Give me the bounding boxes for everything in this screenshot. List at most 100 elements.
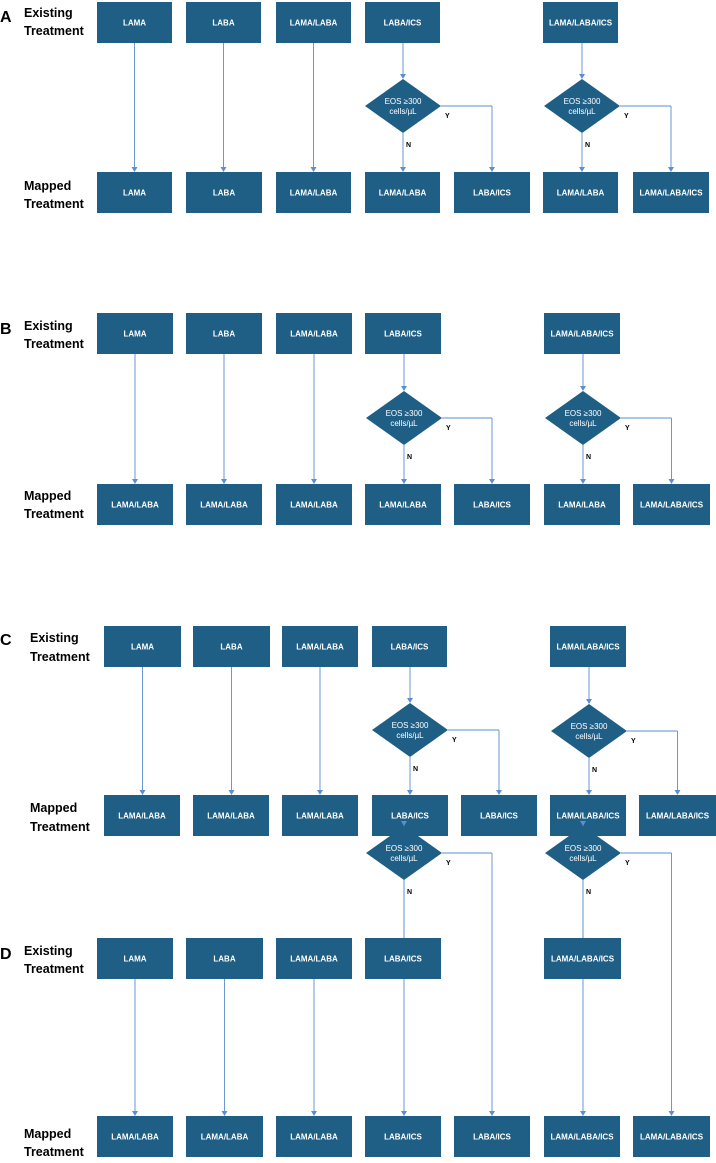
yes-label: Y: [631, 738, 636, 745]
arrow-head: [401, 821, 407, 826]
decision-diamond: [551, 704, 627, 758]
mapped-box: [186, 484, 262, 525]
arrow-head: [311, 479, 317, 484]
decision-label: cells/µL: [396, 731, 424, 740]
arrow-head: [401, 1111, 407, 1116]
mapped-box-label: LABA/ICS: [384, 1133, 422, 1142]
arrow-head: [586, 790, 592, 795]
existing-box: [186, 938, 263, 979]
arrow-head: [317, 790, 323, 795]
yes-label: Y: [446, 860, 451, 867]
mapped-box: [454, 484, 530, 525]
mapped-box: [550, 795, 626, 836]
mapped-box-label: LAMA/LABA: [118, 812, 166, 821]
mapped-box-label: LAMA/LABA/ICS: [640, 1133, 704, 1142]
decision-label: cells/µL: [569, 419, 597, 428]
decision-diamond: [544, 79, 620, 133]
existing-box-label: LABA: [220, 643, 242, 652]
arrow-head: [496, 790, 502, 795]
decision-label: EOS ≥300: [386, 844, 423, 853]
decision-label: EOS ≥300: [392, 721, 429, 730]
yes-label: Y: [445, 113, 450, 120]
panel-letter-a: A: [0, 9, 12, 26]
arrow-head: [131, 167, 138, 172]
existing-box: [544, 938, 621, 979]
arrow-head: [580, 821, 586, 826]
decision-label: cells/µL: [390, 419, 418, 428]
mapped-box: [461, 795, 537, 836]
mapped-box-label: LAMA/LABA: [200, 501, 248, 510]
decision-label: EOS ≥300: [386, 409, 423, 418]
no-label: N: [413, 766, 418, 773]
mapped-box: [186, 1116, 263, 1157]
mapped-box-label: LAMA/LABA: [207, 812, 255, 821]
mapped-box: [276, 484, 352, 525]
arrow-head: [674, 790, 681, 795]
decision-label: cells/µL: [575, 732, 603, 741]
existing-box-label: LAMA/LABA: [290, 330, 338, 339]
no-label: N: [586, 889, 591, 896]
mapped-box-label: LAMA/LABA/ICS: [550, 1133, 614, 1142]
existing-box-label: LABA/ICS: [391, 643, 429, 652]
decision-label: cells/µL: [389, 107, 417, 116]
decision-label: EOS ≥300: [565, 409, 602, 418]
panel-letter-b: B: [0, 321, 12, 338]
decision-label: EOS ≥300: [564, 97, 601, 106]
mapped-box: [454, 172, 530, 213]
mapped-box-label: LAMA/LABA: [558, 501, 606, 510]
no-label: N: [586, 454, 591, 461]
existing-box-label: LABA/ICS: [384, 330, 422, 339]
mapped-box-label: LAMA: [123, 189, 146, 198]
mapped-box-label: LAMA/LABA: [290, 1133, 338, 1142]
mapped-box: [633, 484, 710, 525]
existing-box: [544, 313, 620, 354]
decision-label: EOS ≥300: [565, 844, 602, 853]
arrow-head: [400, 167, 406, 172]
arrow-head: [489, 167, 495, 172]
existing-box-label: LAMA/LABA: [290, 19, 338, 28]
mapped-box-label: LAMA/LABA: [111, 501, 159, 510]
existing-box: [282, 626, 358, 667]
arrow-head: [586, 699, 592, 704]
existing-box-label: LAMA: [123, 330, 146, 339]
mapped-box-label: LABA/ICS: [473, 1133, 511, 1142]
existing-box: [97, 2, 172, 43]
existing-box: [365, 313, 441, 354]
existing-box-label: LABA: [213, 330, 235, 339]
existing-box: [193, 626, 270, 667]
mapped-box-label: LAMA/LABA: [201, 1133, 249, 1142]
arrow-head: [132, 1111, 138, 1116]
existing-box: [276, 313, 352, 354]
arrow-head: [310, 167, 317, 172]
existing-box: [104, 626, 181, 667]
mapped-box: [276, 1116, 352, 1157]
existing-box: [186, 2, 261, 43]
arrow-head: [139, 790, 146, 795]
existing-label: Treatment: [24, 337, 85, 351]
existing-label: Existing: [24, 6, 73, 20]
existing-label: Existing: [24, 944, 73, 958]
mapped-box-label: LAMA/LABA/ICS: [556, 812, 620, 821]
decision-diamond: [365, 79, 441, 133]
yes-label: Y: [625, 425, 630, 432]
arrow-head: [668, 1111, 675, 1116]
arrow-head: [580, 479, 586, 484]
mapped-box-label: LAMA/LABA: [296, 812, 344, 821]
mapped-box-label: LAMA/LABA: [111, 1133, 159, 1142]
existing-box: [372, 626, 447, 667]
decision-diamond: [366, 391, 442, 445]
mapped-box-label: LABA/ICS: [391, 812, 429, 821]
arrow-head: [489, 479, 495, 484]
mapped-box: [633, 172, 709, 213]
existing-box: [186, 313, 262, 354]
arrow-head: [400, 74, 406, 79]
panel-letter-c: C: [0, 632, 12, 649]
mapped-label: Mapped: [24, 489, 71, 503]
existing-box-label: LAMA: [123, 955, 146, 964]
decision-diamond: [545, 391, 621, 445]
existing-box-label: LABA/ICS: [384, 19, 422, 28]
decision-diamond: [545, 826, 621, 880]
mapped-box: [97, 484, 173, 525]
panel-letter-d: D: [0, 946, 12, 963]
mapped-label: Treatment: [24, 507, 85, 521]
